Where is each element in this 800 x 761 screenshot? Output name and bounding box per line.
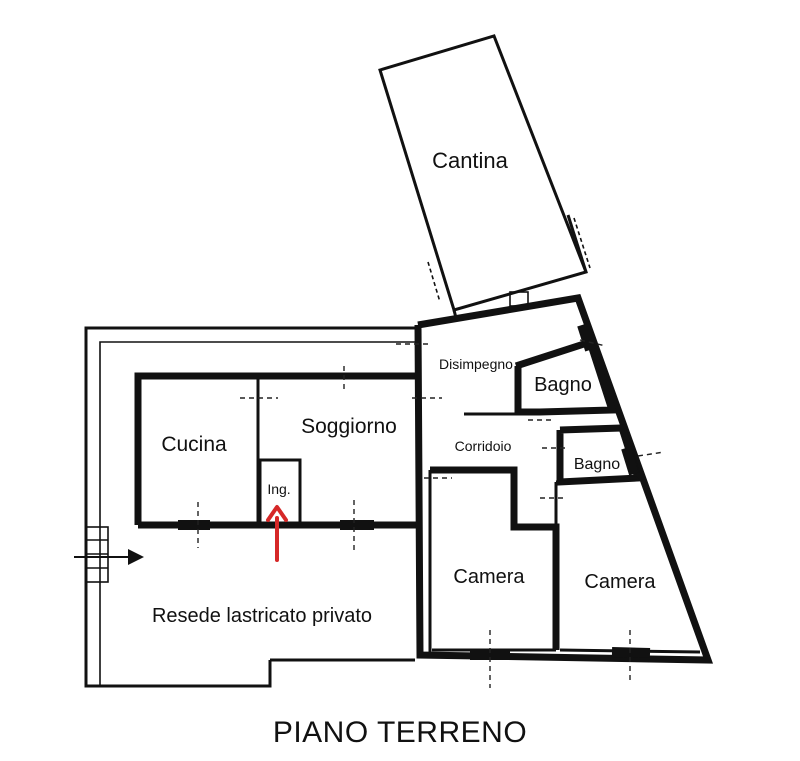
label-soggiorno: Soggiorno [301,415,397,438]
label-bagno-1: Bagno [534,374,592,396]
label-resede: Resede lastricato privato [152,605,372,627]
entrance-arrow-icon [266,505,288,562]
dimension-marks [197,339,665,688]
cantina-walls [378,34,591,320]
plan-title: PIANO TERRENO [272,716,528,749]
label-bagno-2: Bagno [574,456,620,473]
exterior-steps [85,526,109,583]
label-disimpegno: Disimpegno [439,356,513,372]
access-arrow-icon [74,549,144,565]
label-cantina: Cantina [432,148,509,173]
label-camera-2: Camera [584,571,656,593]
label-cucina: Cucina [161,433,227,456]
label-camera-1: Camera [453,566,525,588]
label-corridoio: Corridoio [455,438,512,454]
label-ingresso: Ing. [267,481,290,497]
courtyard-boundary [84,326,415,688]
windows [178,323,651,660]
